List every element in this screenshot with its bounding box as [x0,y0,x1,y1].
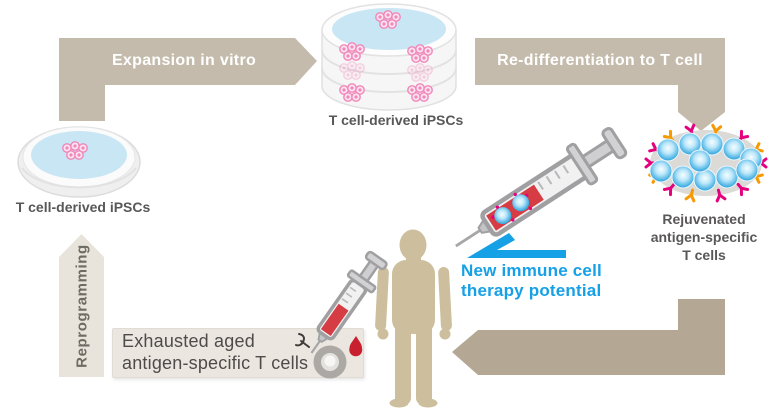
syringe-cells-icon [455,127,628,248]
colony-icon [408,45,432,62]
tcell-cluster-icon [644,123,768,203]
colony-icon [408,64,432,81]
human-silhouette-icon [375,229,452,408]
expansion-arrow [59,38,317,121]
receptor-squiggle-icon [295,333,310,348]
blood-drop-icon [349,336,363,357]
reprogramming-arrow [59,234,104,377]
petri-dish-icon [17,126,141,198]
petri-dish-stack-icon [321,3,457,111]
blue-arrow-icon [467,233,566,258]
colony-icon [376,11,400,28]
colony-icon [340,43,364,60]
return-arrow [452,299,725,375]
exhausted-cell-icon [313,345,347,379]
colony-icon [408,84,432,101]
redifferentiation-arrow [475,38,725,131]
colony-icon [340,84,364,101]
colony-icon [340,62,364,79]
colony-icon [63,142,87,159]
syringe-blood-icon [310,250,388,354]
